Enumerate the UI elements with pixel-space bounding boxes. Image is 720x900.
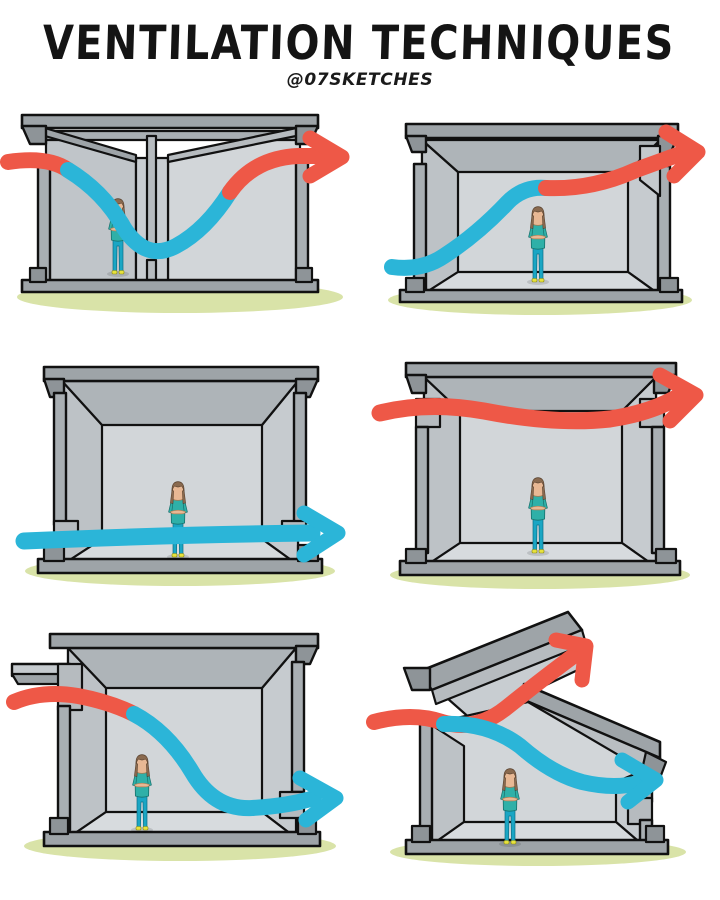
wall-left [418, 722, 434, 842]
cool-inlet-arrow [384, 179, 554, 276]
floor-slab [398, 288, 684, 304]
warm-outlet-arrow [222, 148, 338, 200]
floor-edge-left [48, 816, 70, 836]
building-interior [428, 700, 646, 848]
roof-slab [48, 632, 320, 650]
panel-shaded-high-inlet-low-outlet: shaded-high-inlet-low-outlet [0, 606, 360, 876]
floor-edge [28, 266, 48, 284]
roof-slab [42, 365, 320, 383]
wall-left [52, 391, 68, 527]
cool-room-arrow [436, 715, 650, 794]
panel-cross-ventilation-with-internal-partition: cross-ventilation-with-internal-partitio… [0, 100, 360, 353]
roof-slab [404, 361, 678, 379]
warm-flow-arrow [371, 388, 687, 430]
roof-overhang-right [294, 644, 320, 666]
cool-downflow-arrowhead [292, 770, 344, 828]
author-handle: @07SKETCHES [286, 70, 434, 90]
wall-left [414, 425, 430, 555]
floor-slab [20, 278, 320, 294]
warm-outlet-arrowhead [658, 124, 706, 184]
floor-slab [42, 830, 322, 848]
floor-edge-right [294, 266, 314, 284]
poster-header: VENTILATION TECHNIQUES @07SKETCHES [0, 0, 720, 102]
floor-slab [398, 559, 682, 577]
warm-flow-arrowhead [652, 367, 704, 429]
cool-flow-arrow [15, 524, 321, 550]
roof-overhang-left [20, 124, 48, 146]
floor-edge-left [410, 824, 432, 844]
roof-slab [20, 113, 320, 130]
partition-wall [145, 134, 158, 252]
warm-outlet-arrow [538, 146, 688, 197]
floor-edge-left [404, 547, 428, 565]
warm-inlet-arrow [6, 686, 142, 722]
panel-clerestory-roof-split-flow: clerestory-roof-split-flow [360, 606, 720, 876]
wall-left [412, 162, 428, 298]
wall-right [292, 391, 308, 527]
roof-overhang-left [404, 373, 428, 395]
warm-outlet-arrowhead [302, 130, 350, 184]
cool-flow-arrowhead [296, 505, 346, 563]
roof-overhang-left [404, 134, 428, 154]
cool-room-arrowhead [614, 752, 664, 810]
panel-high-level-cross-ventilation: high-level-cross-ventilation [360, 353, 720, 606]
floor-edge-left [404, 276, 426, 294]
floor-edge-right [644, 824, 666, 844]
floor-edge-right [658, 276, 680, 294]
page-title: VENTILATION TECHNIQUES [41, 16, 676, 71]
wall-right [650, 425, 666, 555]
floor-slab [36, 557, 324, 575]
panel-low-inlet-high-outlet-stack-ventilation: low-inlet-high-outlet-stack-ventilation [360, 100, 720, 353]
building-interior [60, 379, 300, 567]
roof-slab [404, 122, 680, 140]
wall-left [56, 704, 72, 832]
warm-exhaust-arrowhead [548, 632, 594, 688]
floor-slab [404, 838, 670, 856]
panel-low-level-cross-ventilation: low-level-cross-ventilation [0, 353, 360, 606]
floor-edge-right [654, 547, 678, 565]
cool-flow-arrow [60, 162, 238, 260]
diagram-grid: cross-ventilation-with-internal-partitio… [0, 100, 720, 900]
clerestory-eave-left [402, 666, 432, 692]
cool-downflow-arrow [126, 706, 322, 817]
